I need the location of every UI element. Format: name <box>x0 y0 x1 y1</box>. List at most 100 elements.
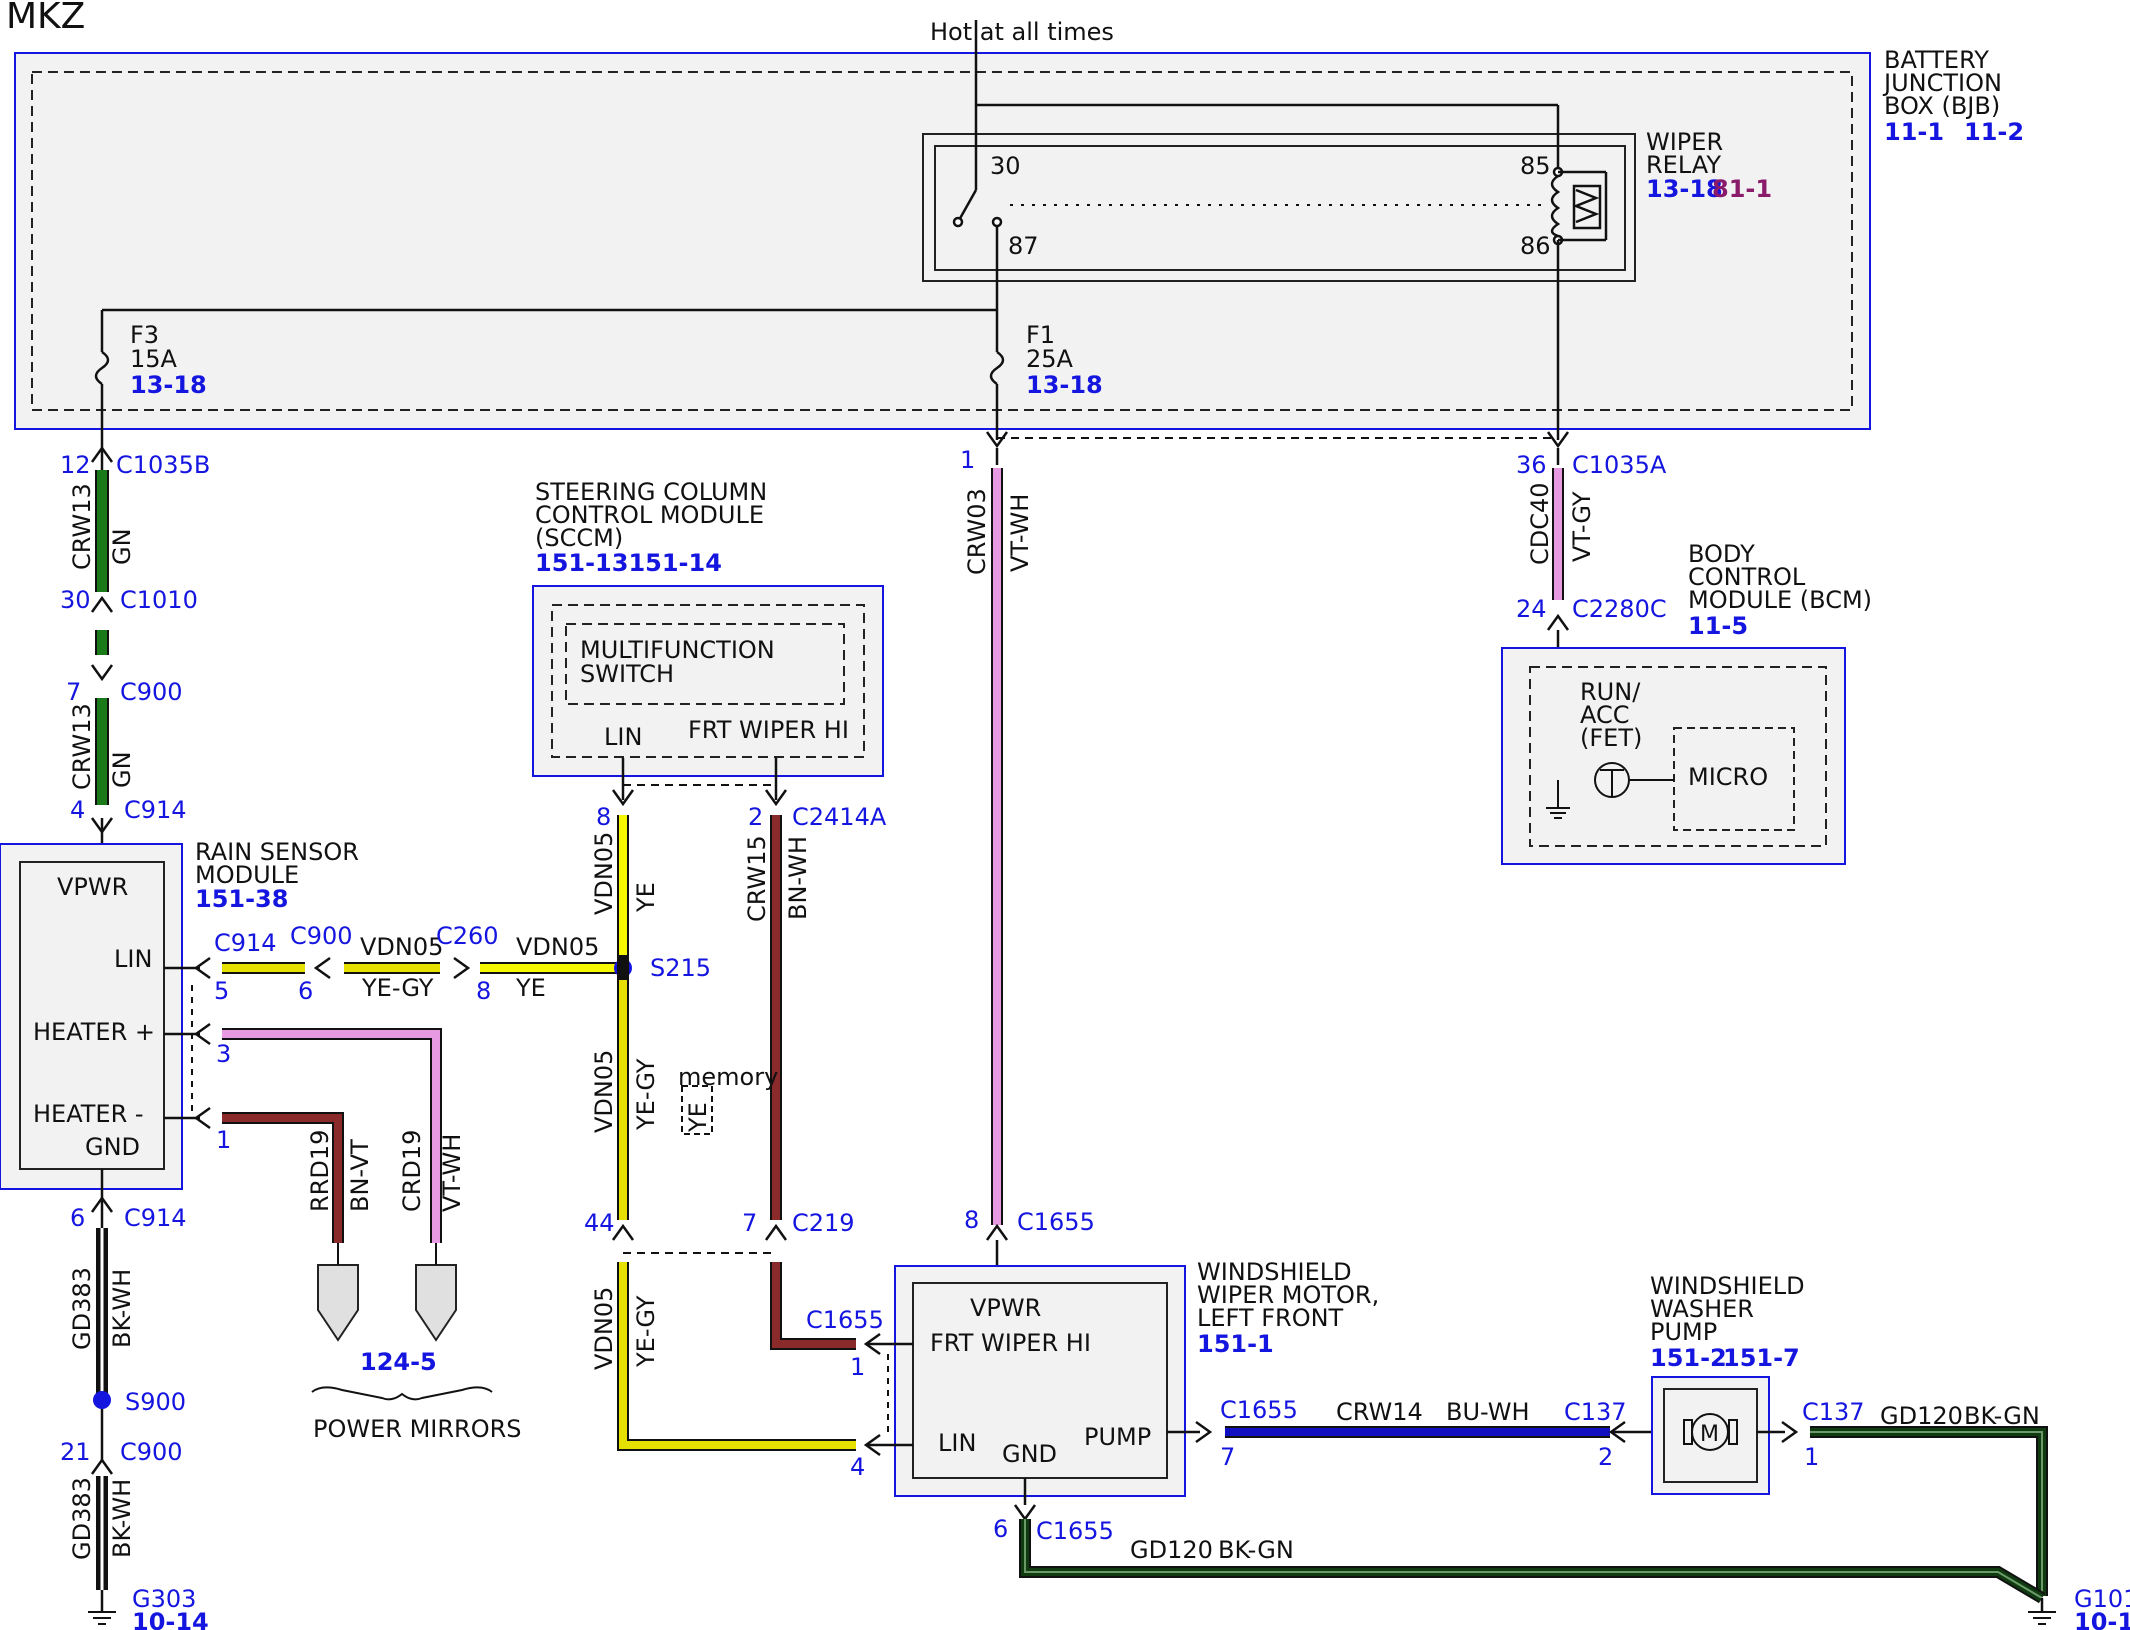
svg-text:WINDSHIELD: WINDSHIELD <box>1650 1272 1805 1300</box>
svg-text:RELAY: RELAY <box>1646 151 1721 179</box>
svg-text:3: 3 <box>216 1040 231 1068</box>
mirrors-ref: 124-5 <box>360 1348 437 1376</box>
svg-text:C2414A: C2414A <box>792 803 887 831</box>
svg-text:YE: YE <box>515 974 546 1002</box>
svg-text:M: M <box>1700 1422 1719 1447</box>
svg-text:CONTROL MODULE: CONTROL MODULE <box>535 501 764 529</box>
svg-text:(SCCM): (SCCM) <box>535 524 623 552</box>
svg-text:CRW14: CRW14 <box>1336 1398 1423 1426</box>
bjb-inner <box>31 71 1853 411</box>
svg-text:VDN05: VDN05 <box>360 933 443 961</box>
svg-text:WIPER: WIPER <box>1646 128 1723 156</box>
svg-text:8: 8 <box>596 803 611 831</box>
svg-text:GD383: GD383 <box>68 1477 96 1560</box>
multifunction-switch <box>565 623 845 705</box>
svg-text:BN-WH: BN-WH <box>784 836 812 920</box>
svg-text:C1655: C1655 <box>1036 1517 1114 1545</box>
svg-text:11-1: 11-1 <box>1884 118 1944 146</box>
svg-text:VT-GY: VT-GY <box>1568 491 1596 562</box>
hot-label: Hot at all times <box>930 18 1114 46</box>
svg-text:36: 36 <box>1516 451 1547 479</box>
motor-inner <box>912 1282 1168 1479</box>
svg-text:8: 8 <box>476 977 491 1005</box>
fet-line-1: RUN/ <box>1580 678 1641 706</box>
sccm-label: STEERING COLUMN CONTROL MODULE (SCCM) 15… <box>535 478 767 577</box>
relay-label: WIPER RELAY 13-18 81-1 <box>1646 128 1772 203</box>
svg-text:S900: S900 <box>125 1388 186 1416</box>
svg-text:BK-WH: BK-WH <box>108 1269 136 1348</box>
crw03-labels: 1 CRW03 VT-WH 8 C1655 <box>960 446 1095 1236</box>
svg-text:BATTERY: BATTERY <box>1884 46 1989 74</box>
sccm-box <box>532 585 884 777</box>
bcm-wire-labels: 36 C1035A CDC40 VT-GY 24 C2280C <box>1516 451 1667 623</box>
svg-text:CRW13: CRW13 <box>68 703 96 790</box>
rain-heater-pos: HEATER + <box>33 1018 155 1046</box>
svg-text:S215: S215 <box>650 954 711 982</box>
sccm-wires <box>611 758 856 1451</box>
motor-label: WINDSHIELD WIPER MOTOR, LEFT FRONT 151-1 <box>1197 1258 1379 1358</box>
fet-line-3: (FET) <box>1580 724 1642 752</box>
svg-text:10-14: 10-14 <box>132 1608 209 1630</box>
switch-line-1: MULTIFUNCTION <box>580 636 775 664</box>
rain-sensor-label: RAIN SENSOR MODULE 151-38 <box>195 838 359 913</box>
svg-text:C914: C914 <box>124 796 187 824</box>
svg-text:VT-WH: VT-WH <box>1006 494 1034 572</box>
fuse-f3: F3 15A 13-18 <box>130 321 207 399</box>
svg-text:CRW15: CRW15 <box>743 835 771 922</box>
left-column-labels: 12 C1035B 30 C1010 7 C900 4 C914 6 C914 … <box>60 451 210 1630</box>
svg-text:VT-WH: VT-WH <box>438 1134 466 1212</box>
svg-text:7: 7 <box>66 678 81 706</box>
svg-text:C137: C137 <box>1564 1398 1627 1426</box>
svg-text:13-18: 13-18 <box>1646 175 1723 203</box>
svg-text:VDN05: VDN05 <box>590 1287 618 1370</box>
svg-text:BODY: BODY <box>1688 540 1755 568</box>
svg-text:13-18: 13-18 <box>130 371 207 399</box>
washer-ground-wire: C137 1 GD120 BK-GN <box>1757 1398 2048 1596</box>
svg-text:24: 24 <box>1516 595 1547 623</box>
svg-text:BN-VT: BN-VT <box>346 1139 374 1212</box>
svg-text:BU-WH: BU-WH <box>1446 1398 1530 1426</box>
crw03-wire <box>985 431 1009 1283</box>
svg-text:MODULE: MODULE <box>195 861 299 889</box>
svg-text:CRW03: CRW03 <box>963 488 991 575</box>
svg-text:6: 6 <box>298 977 313 1005</box>
svg-text:C1655: C1655 <box>1017 1208 1095 1236</box>
svg-text:VDN05: VDN05 <box>590 1050 618 1133</box>
svg-text:C219: C219 <box>792 1209 855 1237</box>
washer-motor-symbol: M <box>1683 1413 1738 1451</box>
svg-text:CDC40: CDC40 <box>1526 482 1554 565</box>
svg-text:GD383: GD383 <box>68 1267 96 1350</box>
svg-text:8: 8 <box>964 1206 979 1234</box>
svg-text:PUMP: PUMP <box>1650 1318 1717 1346</box>
svg-text:STEERING COLUMN: STEERING COLUMN <box>535 478 767 506</box>
svg-text:BK-GN: BK-GN <box>1964 1402 2040 1430</box>
washer-inner <box>1663 1388 1758 1483</box>
svg-text:2: 2 <box>748 803 763 831</box>
relay-circuit <box>952 20 1608 440</box>
svg-text:C1035B: C1035B <box>116 451 210 479</box>
svg-text:1: 1 <box>960 446 975 474</box>
sccm-inner <box>551 604 865 758</box>
rain-sensor-inner <box>19 861 165 1170</box>
svg-text:11-5: 11-5 <box>1688 612 1748 640</box>
mirror-connectors <box>317 1264 457 1342</box>
svg-text:BK-WH: BK-WH <box>108 1479 136 1558</box>
svg-text:RRD19: RRD19 <box>306 1130 334 1212</box>
left-column-wires <box>88 440 116 1625</box>
svg-text:memory: memory <box>678 1063 778 1091</box>
svg-text:YE: YE <box>684 1102 712 1133</box>
svg-text:GD120: GD120 <box>1130 1536 1213 1564</box>
svg-text:C900: C900 <box>290 922 353 950</box>
svg-text:RAIN SENSOR: RAIN SENSOR <box>195 838 359 866</box>
rain-gnd: GND <box>85 1133 140 1161</box>
sccm-lin: LIN <box>604 723 642 751</box>
svg-text:151-7: 151-7 <box>1723 1344 1800 1372</box>
motor-pins: C1655 1 4 7 C1655 6 C1655 <box>806 1306 1298 1545</box>
svg-text:GN: GN <box>108 751 136 788</box>
mirror-labels: RRD19 BN-VT CRD19 VT-WH <box>306 1130 466 1212</box>
svg-text:151-2: 151-2 <box>1650 1344 1727 1372</box>
svg-text:C137: C137 <box>1802 1398 1865 1426</box>
